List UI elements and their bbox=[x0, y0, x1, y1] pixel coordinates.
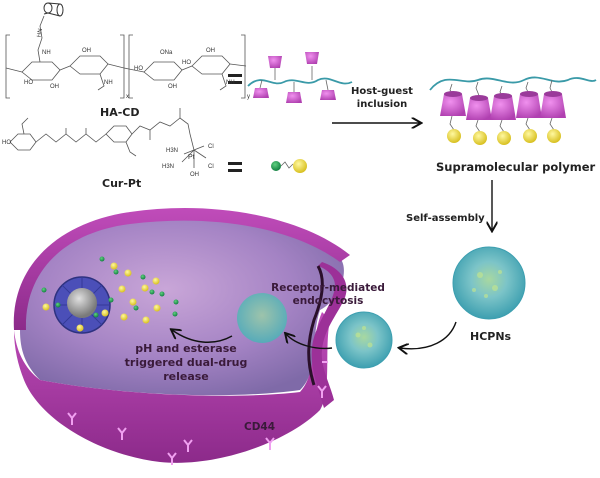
cd44-receptor-icon bbox=[183, 439, 193, 452]
cyclodextrin-line-icon bbox=[43, 2, 64, 17]
bracket-right-y bbox=[241, 34, 246, 99]
release-line2: triggered dual-drug bbox=[124, 356, 248, 369]
nucleus-core bbox=[67, 288, 97, 318]
hcpns-label: HCPNs bbox=[470, 330, 512, 343]
bracket-left-y bbox=[128, 34, 133, 99]
cell-membrane-wall bbox=[14, 312, 330, 463]
cyclodextrin-cone bbox=[540, 94, 566, 118]
cd44-label: CD44 bbox=[244, 421, 276, 433]
curcumin-bead bbox=[271, 161, 281, 171]
membrane-invagination bbox=[311, 262, 347, 408]
chem-group-oh: OH bbox=[50, 84, 59, 90]
chem-group-ho: HO bbox=[24, 80, 33, 86]
cd44-receptor-icon bbox=[317, 385, 327, 398]
curpt-label: Cur-Pt bbox=[102, 177, 142, 190]
cyclodextrin-cone bbox=[440, 94, 466, 116]
release-line3: release bbox=[163, 370, 209, 383]
polymer-backbone bbox=[247, 77, 353, 87]
platinum-bead bbox=[547, 129, 561, 143]
equals-sign-curpt bbox=[228, 162, 242, 172]
cd44-receptor-icon bbox=[265, 437, 275, 450]
curpt-structure bbox=[9, 108, 207, 168]
bracket-left-x bbox=[5, 34, 10, 99]
chem-group-ho: HO bbox=[182, 60, 191, 66]
cd44-receptor-icon bbox=[167, 452, 177, 465]
chem-group-pt: Pt bbox=[188, 154, 195, 161]
chem-group-h3n: H3N bbox=[162, 164, 175, 170]
cyclodextrin-cone bbox=[516, 94, 542, 118]
release-label: pH and esterase triggered dual-drug rele… bbox=[116, 342, 256, 384]
supramolecular-polymer-label: Supramolecular polymer bbox=[436, 160, 596, 174]
host-guest-label: Host-guest inclusion bbox=[350, 85, 414, 111]
cyclodextrin-cone bbox=[253, 88, 269, 98]
hacd-cartoon bbox=[247, 52, 353, 103]
host-guest-line2: inclusion bbox=[356, 99, 408, 110]
cyclodextrin-cone bbox=[490, 96, 516, 120]
equals-sign-hacd bbox=[228, 74, 242, 84]
hacd-label: HA-CD bbox=[100, 106, 140, 119]
chem-group-nh: NH bbox=[226, 80, 235, 86]
release-line1: pH and esterase bbox=[135, 342, 237, 355]
self-assembly-label: Self-assembly bbox=[406, 213, 485, 224]
hacd-structure bbox=[5, 15, 247, 99]
chem-group-oh: OH bbox=[168, 84, 177, 90]
binding-arrow bbox=[400, 321, 457, 349]
endocytosis-label: Receptor-mediated endocytosis bbox=[268, 282, 388, 308]
internalized-nanoparticle bbox=[237, 293, 287, 343]
endocytosis-arrow bbox=[286, 334, 333, 350]
cyclodextrin-cone bbox=[268, 56, 282, 68]
polymer-backbone bbox=[429, 76, 597, 91]
subscript-y: y bbox=[247, 94, 250, 100]
chem-group-oh: OH bbox=[190, 172, 199, 178]
cd44-receptor-icon bbox=[117, 427, 127, 440]
chem-group-ho: HO bbox=[134, 66, 143, 72]
curpt-cartoon bbox=[271, 159, 307, 173]
endocytosis-line1: Receptor-mediated bbox=[271, 282, 385, 294]
cyclodextrin-cone bbox=[320, 90, 336, 100]
cyclodextrin-cone bbox=[286, 92, 302, 103]
chem-group-nh: NH bbox=[104, 80, 113, 86]
endocytosis-line2: endocytosis bbox=[292, 295, 364, 307]
cd44-receptor-icon bbox=[67, 412, 77, 425]
binding-nanoparticle bbox=[335, 311, 393, 369]
cd44-receptors bbox=[67, 361, 328, 465]
cyclodextrin-cone bbox=[305, 52, 319, 64]
chem-group-cl: Cl bbox=[208, 144, 214, 150]
chem-group-nh: NH bbox=[42, 50, 51, 56]
cell bbox=[13, 207, 350, 463]
bracket-right-x bbox=[120, 34, 125, 99]
cyclodextrin-cone bbox=[466, 98, 492, 120]
platinum-bead bbox=[447, 129, 461, 143]
nucleus bbox=[53, 276, 111, 334]
platinum-bead bbox=[497, 131, 511, 145]
released-drugs bbox=[41, 256, 179, 332]
supramolecular-polymer bbox=[429, 76, 597, 145]
release-arrow bbox=[172, 330, 233, 343]
platinum-bead bbox=[473, 131, 487, 145]
cell-interior bbox=[19, 218, 344, 396]
chem-group-oh: OH bbox=[206, 48, 215, 54]
chem-group-h3n: H3N bbox=[166, 148, 179, 154]
chem-group-cl: Cl bbox=[208, 164, 214, 170]
platinum-bead bbox=[523, 129, 537, 143]
hcpn-nanoparticle bbox=[452, 246, 526, 320]
platinum-bead bbox=[293, 159, 307, 173]
host-guest-line1: Host-guest bbox=[351, 86, 413, 97]
chem-group-ona: ONa bbox=[160, 50, 173, 56]
chem-group-ho: HO bbox=[2, 140, 11, 146]
chem-group-oh: OH bbox=[82, 48, 91, 54]
subscript-x: x bbox=[126, 94, 129, 100]
